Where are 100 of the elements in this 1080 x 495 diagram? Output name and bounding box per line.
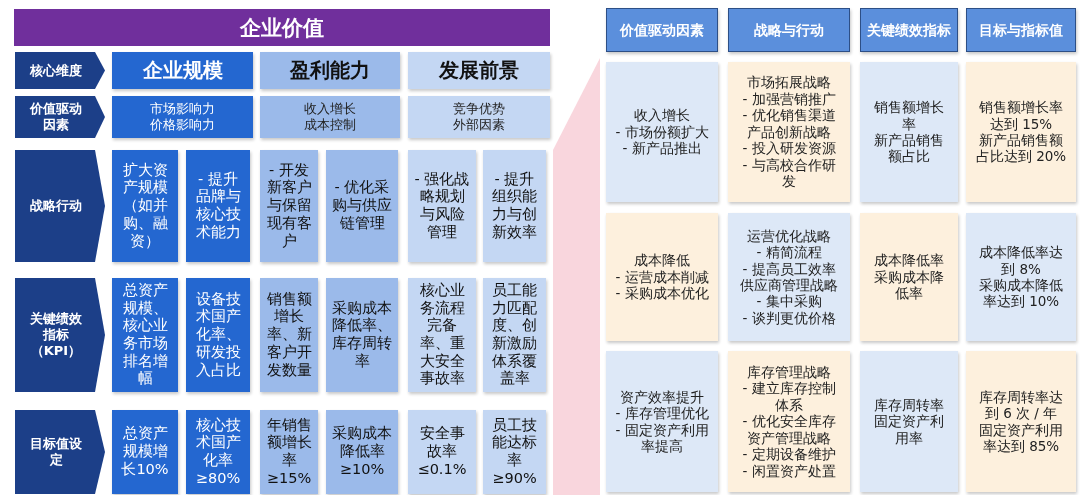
matrix-cell bbox=[408, 278, 476, 392]
cell-text: 销售额增长率达到 15% bbox=[978, 99, 1064, 132]
cell-text: 资产效率提升 bbox=[620, 388, 704, 406]
cell-text: - 开发新客户与保留现有客户 bbox=[265, 161, 313, 251]
row-label bbox=[15, 96, 105, 138]
cell-text: - 市场份额扩大 bbox=[615, 123, 709, 141]
cell-text: 核心技术国产化率≥80% bbox=[194, 416, 242, 488]
cell-text: - 优化采购与供应链管理 bbox=[331, 179, 393, 233]
table-cell bbox=[966, 351, 1076, 492]
table-cell bbox=[966, 62, 1076, 202]
matrix-cell bbox=[112, 410, 178, 494]
matrix-cell bbox=[483, 150, 546, 262]
table-cell bbox=[606, 213, 718, 341]
table-cell bbox=[966, 213, 1076, 341]
column-header bbox=[728, 8, 850, 52]
table-cell bbox=[728, 213, 850, 341]
cell-text: 关键绩效指标 bbox=[867, 21, 951, 39]
cell-text: 固定资产利用率 bbox=[873, 413, 945, 447]
matrix-cell bbox=[326, 278, 398, 392]
cell-text: 发展前景 bbox=[439, 58, 519, 83]
cell-text: - 投入研发资源 bbox=[742, 140, 836, 157]
table-cell bbox=[728, 62, 850, 202]
cell-text: 设备技术国产化率、研发投入占比 bbox=[194, 290, 242, 380]
cell-text: - 精简流程 bbox=[756, 244, 822, 261]
cell-text: 核心维度 bbox=[30, 62, 82, 79]
cell-text: - 新产品推出 bbox=[622, 140, 702, 157]
matrix-cell bbox=[260, 278, 318, 392]
cell-text: 外部因素 bbox=[453, 117, 505, 133]
cell-text: - 采购成本优化 bbox=[615, 285, 709, 302]
cell-text: 价值驱动因素 bbox=[620, 21, 704, 39]
cell-text: 安全事故率≤0.1% bbox=[416, 425, 468, 479]
matrix-cell bbox=[186, 150, 250, 262]
column-header bbox=[860, 8, 958, 52]
cell-text: 竞争优势 bbox=[453, 101, 505, 117]
table-cell bbox=[860, 62, 958, 202]
cell-text: 采购成本降低率达到 10% bbox=[978, 277, 1064, 310]
dimension-header bbox=[408, 52, 550, 89]
cell-text: - 闲置资产处置 bbox=[742, 462, 836, 480]
cell-text: - 提高员工效率 bbox=[742, 260, 836, 277]
cell-text: 固定资产利用率达到 85% bbox=[978, 421, 1064, 455]
cell-text: 战略行动 bbox=[30, 198, 82, 214]
cell-text: - 优化销售渠道 bbox=[742, 107, 836, 124]
cell-text: - 提升组织能力与创新效率 bbox=[491, 170, 538, 242]
title-banner: 企业价值 bbox=[14, 9, 550, 46]
cell-text: 总资产规模、核心业务市场排名增幅 bbox=[121, 281, 169, 389]
matrix-cell bbox=[260, 410, 318, 494]
cell-text: - 优化安全库存 bbox=[742, 413, 836, 430]
cell-text: - 与高校合作研发 bbox=[741, 156, 837, 190]
cell-text: 成本降低率 bbox=[874, 252, 944, 269]
cell-text: 战略与行动 bbox=[754, 21, 824, 39]
row-label bbox=[15, 150, 105, 262]
matrix-cell bbox=[408, 410, 476, 494]
cell-text: 目标与指标值 bbox=[979, 21, 1063, 39]
dimension-header bbox=[260, 52, 400, 89]
matrix-cell bbox=[260, 150, 318, 262]
matrix-cell bbox=[186, 410, 250, 494]
cell-text: 核心业务流程完备率、重大安全事故率 bbox=[418, 281, 466, 389]
cell-text: 采购成本降低率、库存周转率 bbox=[331, 299, 393, 371]
cell-text: 盈利能力 bbox=[290, 58, 370, 83]
cell-text: 市场拓展战略 bbox=[747, 74, 831, 91]
cell-text: - 运营成本削减 bbox=[615, 268, 709, 286]
cell-text: 年销售额增长率≥15% bbox=[265, 416, 313, 488]
cell-text: 员工技能达标率≥90% bbox=[491, 416, 538, 488]
cell-text: - 库存管理优化 bbox=[615, 405, 709, 422]
cell-text: 收入增长 bbox=[304, 101, 356, 117]
matrix-cell bbox=[483, 410, 546, 494]
cell-text: 收入增长 bbox=[634, 107, 690, 124]
cell-text: - 集中采购 bbox=[756, 293, 822, 310]
matrix-cell bbox=[186, 278, 250, 392]
cell-text: 运营优化战略 bbox=[747, 227, 831, 245]
matrix-cell bbox=[112, 278, 178, 392]
cell-text: 库存管理战略 bbox=[747, 363, 831, 381]
table-cell bbox=[860, 351, 958, 492]
driver-cell bbox=[112, 96, 253, 138]
matrix-cell bbox=[112, 150, 178, 262]
table-cell bbox=[606, 62, 718, 202]
cell-text: 采购成本降低率≥10% bbox=[331, 425, 393, 479]
cell-text: - 谈判更优价格 bbox=[742, 309, 836, 327]
cell-text: - 固定资产利用率提高 bbox=[615, 421, 709, 455]
cell-text: 价格影响力 bbox=[150, 117, 215, 133]
cell-text: - 提升品牌与核心技术能力 bbox=[194, 170, 242, 242]
column-header bbox=[606, 8, 718, 52]
cell-text: - 强化战略规划与风险管理 bbox=[413, 170, 471, 242]
cell-text: 资产管理战略 bbox=[747, 429, 831, 447]
cell-text: - 建立库存控制体系 bbox=[741, 380, 837, 414]
cell-text: 目标值设定 bbox=[29, 436, 83, 468]
cell-text: 市场影响力 bbox=[150, 101, 215, 117]
cell-text: - 定期设备维护 bbox=[742, 446, 836, 463]
row-label bbox=[15, 52, 105, 89]
matrix-cell bbox=[408, 150, 476, 262]
cell-text: 成本降低率达到 8% bbox=[978, 244, 1064, 277]
matrix-cell bbox=[483, 278, 546, 392]
driver-cell bbox=[260, 96, 400, 138]
table-cell bbox=[728, 351, 850, 492]
matrix-cell bbox=[326, 410, 398, 494]
cell-text: 成本控制 bbox=[304, 117, 356, 133]
cell-text: 总资产规模增长10% bbox=[120, 425, 170, 479]
cell-text: 采购成本降低率 bbox=[873, 268, 945, 302]
cell-text: 新产品销售额占比达到 20% bbox=[975, 132, 1067, 165]
table-cell bbox=[860, 213, 958, 341]
